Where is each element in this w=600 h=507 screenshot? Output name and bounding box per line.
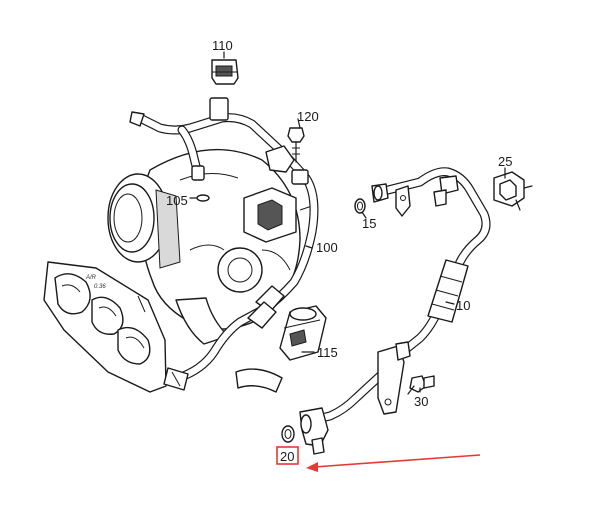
highlight-annotation: [276, 446, 481, 472]
callout-30: 30: [414, 394, 428, 409]
highlight-box: [276, 446, 299, 465]
clamp-110-part: [211, 59, 239, 85]
bolt-30-part: [407, 375, 435, 395]
callout-10: 10: [456, 298, 470, 313]
callout-115: 115: [317, 345, 338, 360]
exhaust-manifold: A/R 0.36: [43, 261, 167, 393]
manifold-stamp-a: A/R: [85, 275, 97, 281]
callout-120: 120: [297, 109, 319, 124]
sleeve-115-part: [279, 305, 327, 361]
callout-20: 20: [280, 449, 294, 464]
callout-100: 100: [316, 240, 338, 255]
callout-25: 25: [498, 154, 512, 169]
seal-105-part: [196, 194, 210, 202]
oil-line-10: [299, 167, 491, 455]
bolt-120-part: [265, 127, 305, 173]
callout-15: 15: [362, 216, 376, 231]
turbocharger: [107, 148, 313, 393]
highlight-arrow-shaft: [313, 454, 481, 468]
seal-15-part: [354, 198, 366, 214]
coolant-pipe-100: [129, 97, 319, 391]
bracket-25-part: [493, 171, 533, 211]
leader-lines: [189, 51, 506, 393]
seal-20-part: [281, 425, 295, 443]
callout-105: 105: [166, 193, 188, 208]
callout-110: 110: [212, 38, 233, 53]
manifold-stamp-b: 0.36: [94, 284, 106, 290]
callout-labels: 110 120 105 100 115 25 15 10 30 20: [166, 38, 512, 464]
highlight-arrow-head: [306, 462, 318, 472]
